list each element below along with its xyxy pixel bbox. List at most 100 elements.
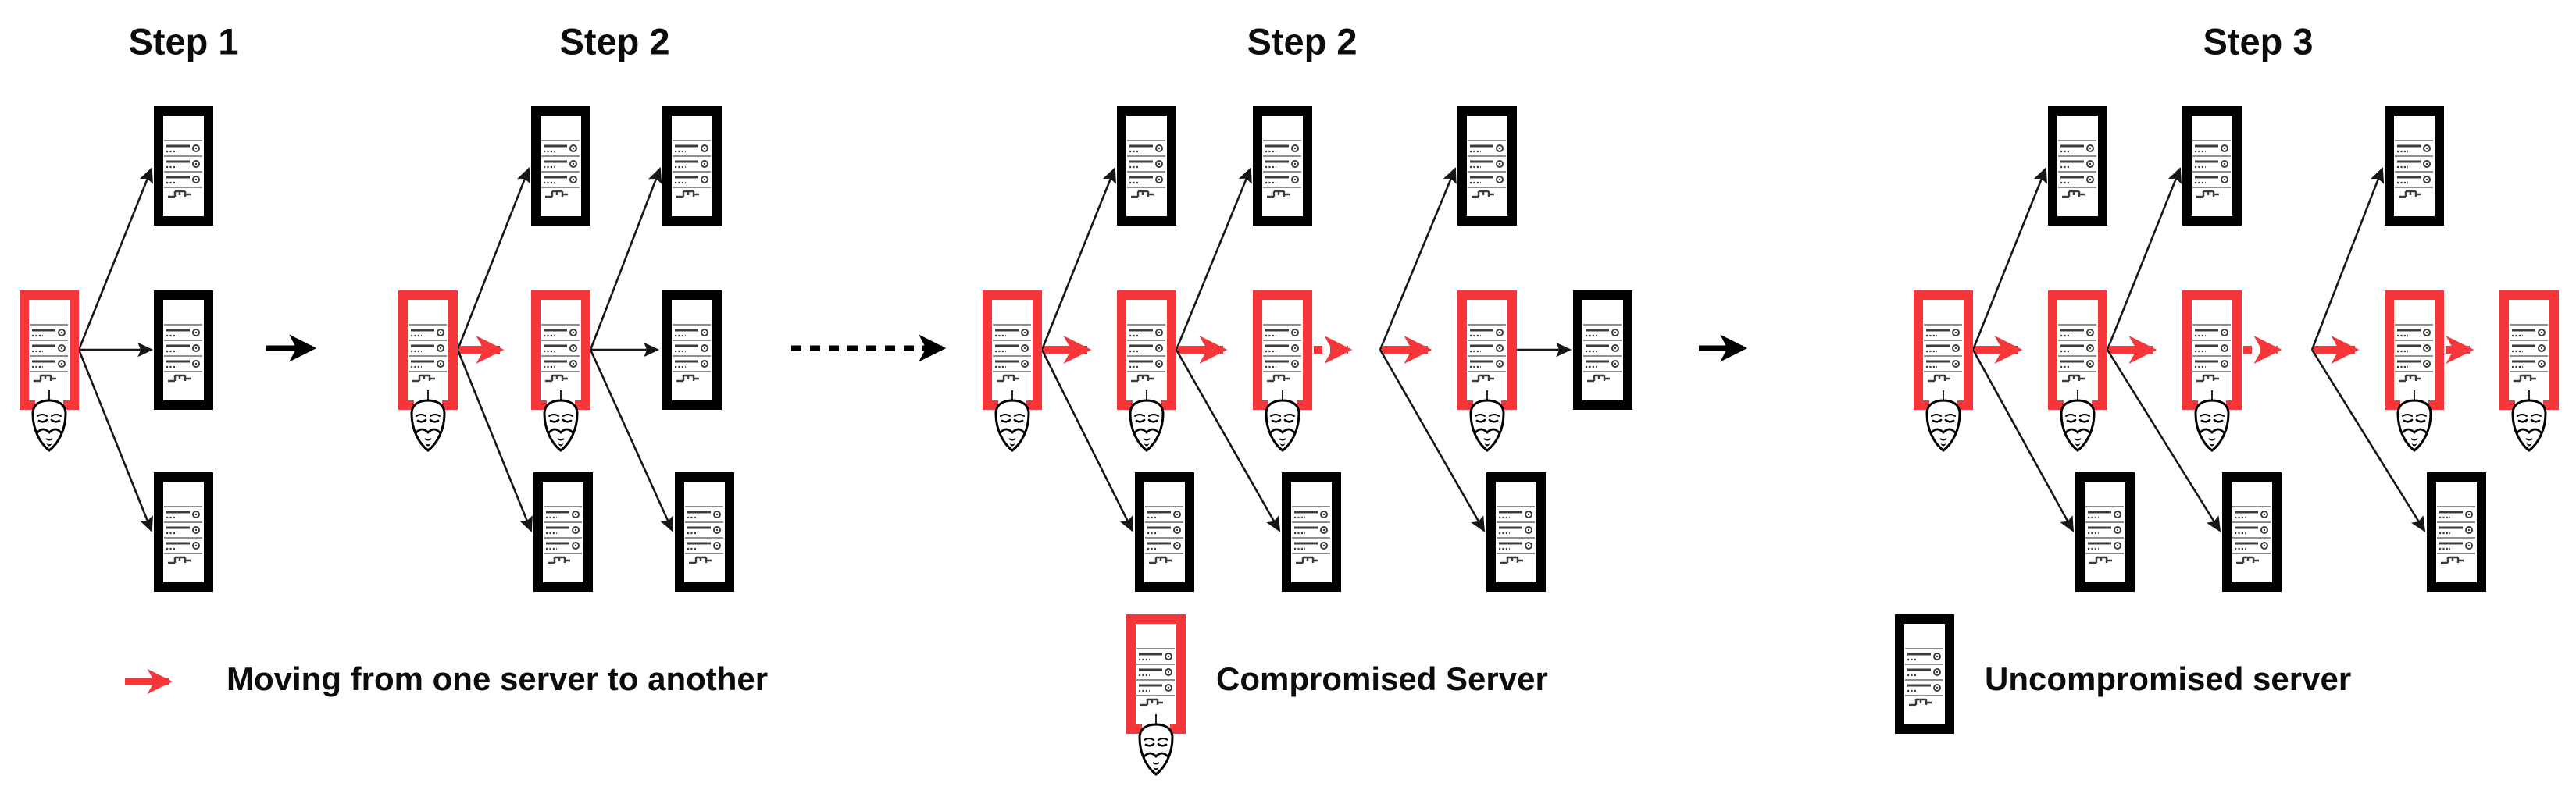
- anonymous-mask-icon: [2060, 399, 2096, 452]
- uncompromised-server-icon: [1895, 614, 1954, 734]
- server-rack-detail: [1136, 648, 1175, 706]
- uncompromised-server-icon: [2075, 472, 2135, 592]
- anonymous-mask-icon: [2194, 399, 2230, 452]
- anonymous-mask-icon: [2396, 399, 2432, 452]
- server-frame: [1914, 290, 1973, 410]
- server-frame: [1573, 290, 1632, 410]
- server-rack-detail: [993, 324, 1031, 383]
- server-rack-detail: [2085, 506, 2124, 564]
- compromised-server-icon: [531, 290, 590, 452]
- uncompromised-server-icon: [1117, 106, 1176, 226]
- server-frame: [2222, 472, 2282, 592]
- server-frame: [533, 472, 593, 592]
- step-label: Step 2: [1247, 20, 1357, 62]
- anonymous-mask-icon: [1265, 399, 1300, 452]
- server-frame: [1117, 106, 1176, 226]
- link-thin: [77, 349, 153, 532]
- server-rack-detail: [1263, 140, 1301, 198]
- compromised-server-icon: [1117, 290, 1176, 452]
- server-rack-detail: [2395, 324, 2433, 383]
- link-thin: [1971, 349, 2075, 532]
- link-thin: [456, 349, 533, 532]
- server-frame: [1253, 290, 1312, 410]
- link-thin: [1379, 167, 1457, 351]
- link-thin: [1040, 349, 1134, 532]
- server-frame: [2048, 106, 2107, 226]
- step-label: Step 2: [559, 20, 669, 62]
- uncompromised-server-icon: [662, 106, 722, 226]
- server-frame: [154, 472, 213, 592]
- server-frame: [983, 290, 1042, 410]
- compromised-server-icon: [983, 290, 1042, 452]
- uncompromised-server-icon: [1282, 472, 1341, 592]
- legend-label-compromised-server: Compromised Server: [1216, 660, 1548, 697]
- server-rack-detail: [30, 324, 68, 383]
- server-rack-detail: [541, 140, 580, 198]
- uncompromised-server-icon: [2427, 472, 2486, 592]
- server-rack-detail: [1583, 324, 1622, 383]
- server-rack-detail: [164, 140, 202, 198]
- server-frame: [2182, 106, 2242, 226]
- server-frame: [154, 106, 213, 226]
- uncompromised-server-icon: [2385, 106, 2444, 226]
- server-frame: [1126, 614, 1186, 734]
- server-rack-detail: [2192, 140, 2231, 198]
- step-label: Step 1: [128, 20, 238, 62]
- server-frame: [1457, 106, 1517, 226]
- server-rack-detail: [1127, 324, 1165, 383]
- server-rack-detail: [1468, 324, 1506, 383]
- compromised-server-icon: [2499, 290, 2559, 452]
- server-rack-detail: [1292, 506, 1330, 564]
- server-frame: [154, 290, 213, 410]
- server-frame: [20, 290, 79, 410]
- anonymous-mask-icon: [410, 399, 446, 452]
- server-rack-detail: [673, 140, 711, 198]
- server-frame: [662, 106, 722, 226]
- server-rack-detail: [164, 506, 202, 564]
- legend-label-move-arrow: Moving from one server to another: [227, 660, 768, 697]
- servers-layer: [20, 106, 2559, 776]
- anonymous-mask-icon: [1138, 723, 1174, 776]
- uncompromised-server-icon: [154, 472, 213, 592]
- link-thin: [1040, 167, 1116, 351]
- link-thin: [1175, 167, 1252, 351]
- uncompromised-server-icon: [2048, 106, 2107, 226]
- anonymous-mask-icon: [2511, 399, 2547, 452]
- uncompromised-server-icon: [2222, 472, 2282, 592]
- server-frame: [1253, 106, 1312, 226]
- uncompromised-server-icon: [1135, 472, 1194, 592]
- server-frame: [1282, 472, 1341, 592]
- server-frame: [531, 290, 590, 410]
- server-frame: [2075, 472, 2135, 592]
- uncompromised-server-icon: [533, 472, 593, 592]
- link-thin: [456, 167, 531, 351]
- server-rack-detail: [1263, 324, 1301, 383]
- server-frame: [1457, 290, 1517, 410]
- uncompromised-server-icon: [662, 290, 722, 410]
- uncompromised-server-icon: [675, 472, 734, 592]
- server-frame: [1486, 472, 1546, 592]
- server-rack-detail: [2058, 324, 2096, 383]
- legend-label-uncompromised-server: Uncompromised server: [1985, 660, 2351, 697]
- server-rack-detail: [2510, 324, 2548, 383]
- server-rack-detail: [1145, 506, 1183, 564]
- server-frame: [675, 472, 734, 592]
- server-rack-detail: [1924, 324, 1962, 383]
- anonymous-mask-icon: [1469, 399, 1505, 452]
- compromised-server-icon: [1253, 290, 1312, 452]
- anonymous-mask-icon: [31, 399, 67, 452]
- server-frame: [2385, 106, 2444, 226]
- uncompromised-server-icon: [531, 106, 590, 226]
- uncompromised-server-icon: [1457, 106, 1517, 226]
- server-frame: [662, 290, 722, 410]
- server-rack-detail: [409, 324, 447, 383]
- compromised-server-icon: [2385, 290, 2444, 452]
- link-thin: [1175, 349, 1281, 532]
- server-frame: [2048, 290, 2107, 410]
- server-rack-detail: [1497, 506, 1535, 564]
- server-rack-detail: [164, 324, 202, 383]
- server-frame: [2427, 472, 2486, 592]
- anonymous-mask-icon: [543, 399, 579, 452]
